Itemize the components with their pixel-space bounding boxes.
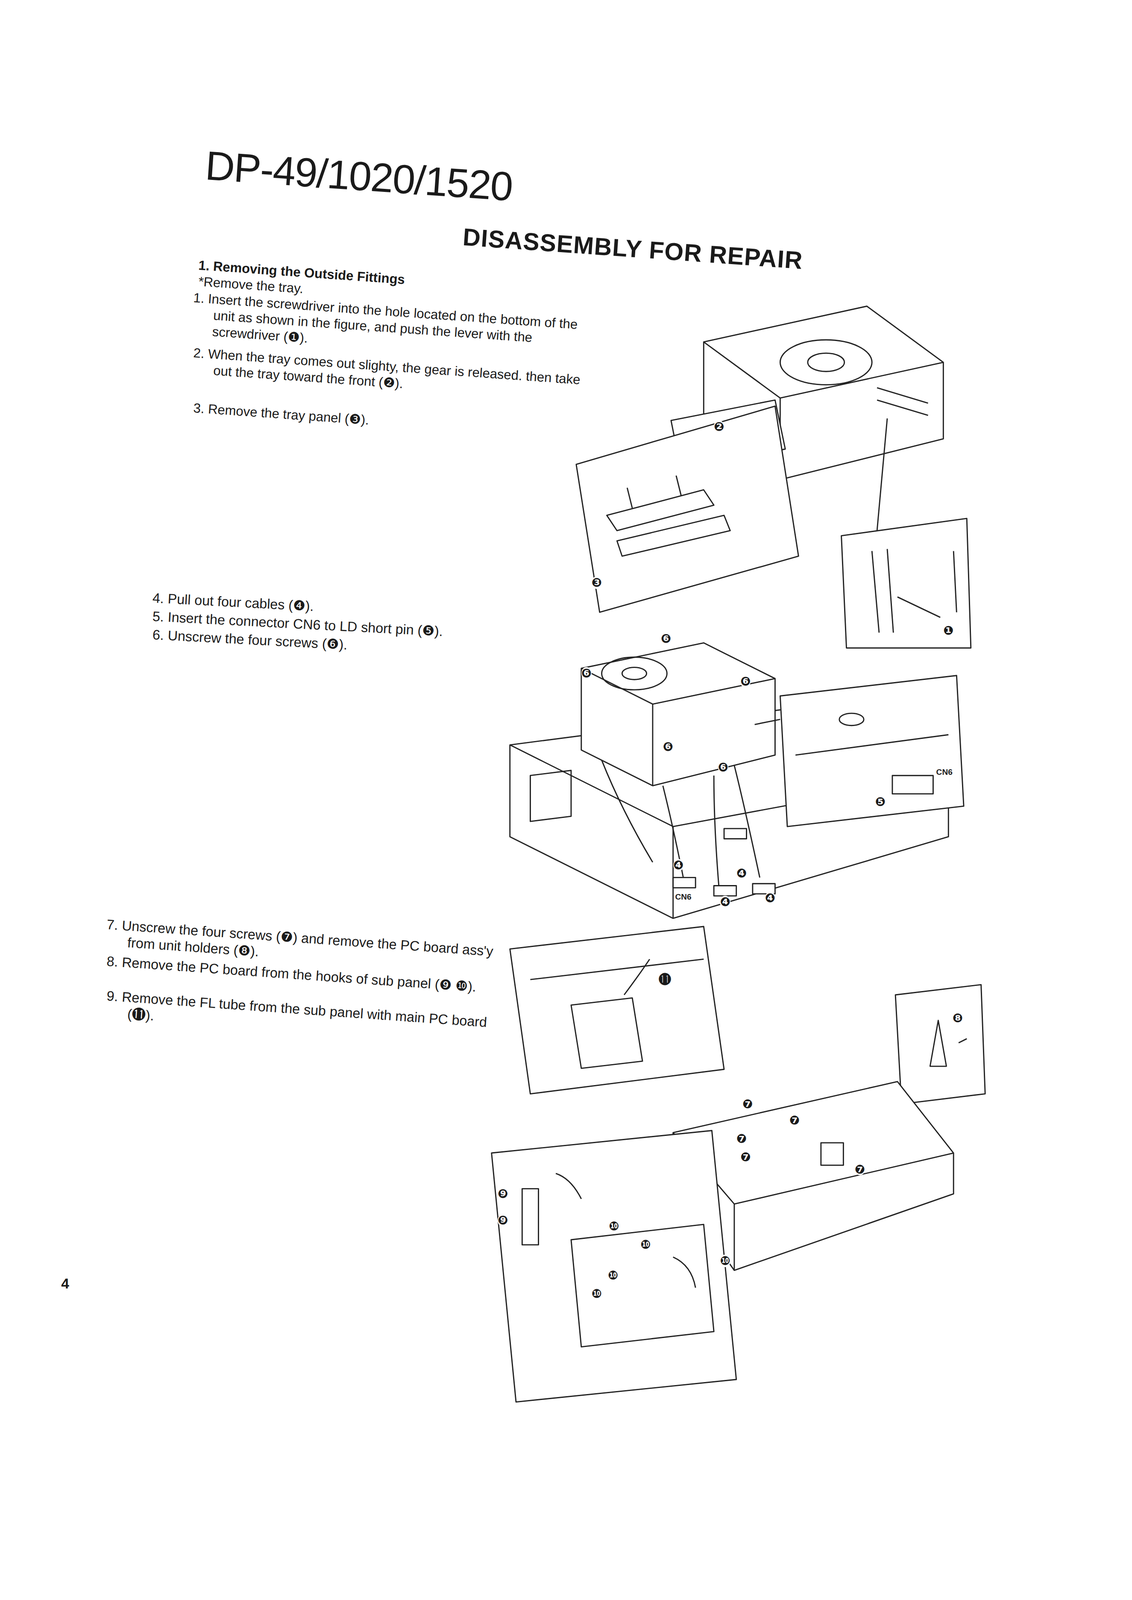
callout-number: ❻ <box>718 760 729 774</box>
connector-name: CN6 <box>936 766 953 777</box>
callout-number: ❼ <box>854 1162 866 1176</box>
instruction-step: 2. When the tray comes out slighty, the … <box>191 344 592 405</box>
instruction-step: 8. Remove the PC board from the hooks of… <box>105 952 506 998</box>
callout-number: ❹ <box>673 858 684 871</box>
callout-number: ❸ <box>591 576 602 589</box>
callout-number: ❼ <box>789 1113 800 1127</box>
callout-number: ⓫ <box>658 973 672 986</box>
callout-number: ❿ <box>608 1219 619 1232</box>
callout-number: ❻ <box>581 666 592 680</box>
callout-number: ❺ <box>874 795 886 808</box>
instruction-step: 3. Remove the tray panel (❸). <box>192 399 592 444</box>
callout-number: ❹ <box>719 895 731 908</box>
callout-number: ❹ <box>736 866 747 880</box>
callout-number: ❼ <box>736 1132 747 1145</box>
callout-number: ❻ <box>662 740 674 753</box>
callout-number: ❿ <box>719 1254 731 1267</box>
callout-number: ❶ <box>943 624 954 637</box>
connector-name: CN6 <box>674 891 692 902</box>
callout-number: ❽ <box>952 1011 963 1024</box>
callout-number: ❾ <box>497 1187 508 1200</box>
section-heading: DISASSEMBLY FOR REPAIR <box>461 222 804 276</box>
callout-number: ❹ <box>765 891 776 904</box>
callout-number: ❿ <box>591 1287 602 1300</box>
model-number: DP-49/1020/1520 <box>203 140 514 212</box>
page-number: 4 <box>61 1274 70 1293</box>
callout-number: ❷ <box>713 420 725 433</box>
callout-number: ❿ <box>640 1237 651 1251</box>
callout-number: ❻ <box>660 632 672 645</box>
instruction-step: 9. Remove the FL tube from the sub panel… <box>104 987 506 1049</box>
callout-number: ❼ <box>742 1097 753 1110</box>
callout-number: ❿ <box>607 1268 619 1282</box>
callout-number: ❻ <box>740 674 751 688</box>
callout-number: ❼ <box>740 1150 751 1163</box>
callout-number: ❾ <box>497 1213 508 1226</box>
